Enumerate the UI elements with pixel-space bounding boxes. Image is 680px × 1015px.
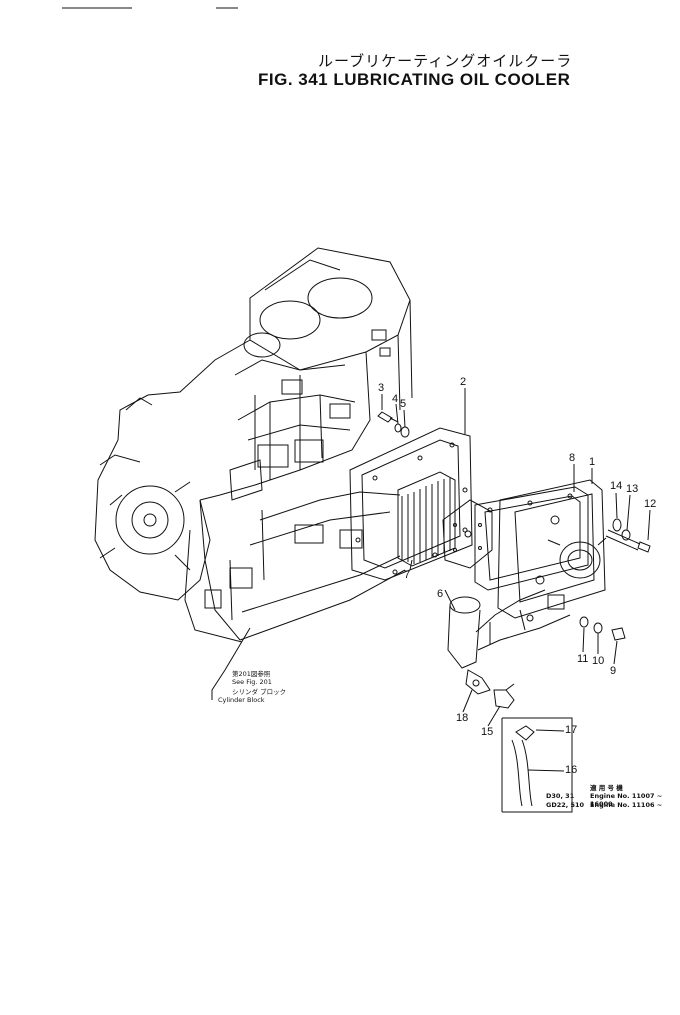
oil-pipe-6-drawing [447, 589, 571, 669]
inset-row2-engine: Engine No. 11106 ~ [590, 801, 663, 809]
page-title: FIG. 341 LUBRICATING OIL COOLER [258, 70, 571, 89]
leader-lines [211, 388, 651, 772]
inset-engine-no-japanese: 適 用 号 機 [590, 784, 623, 792]
part-number-14: 14 [610, 480, 623, 492]
part-number-5: 5 [400, 398, 407, 410]
see-fig-reference: See Fig. 201 [232, 678, 272, 686]
part-number-7: 7 [404, 569, 411, 581]
see-fig-japanese: 第201図参照 [232, 670, 271, 678]
part-number-18: 18 [456, 712, 469, 724]
part-number-2: 2 [460, 376, 467, 388]
part-number-3: 3 [378, 382, 385, 394]
cooler-cover-1-drawing [497, 479, 607, 619]
part-number-13: 13 [626, 483, 639, 495]
part-number-1: 1 [589, 456, 596, 468]
inset-row1-model: D30, 31 [546, 792, 575, 800]
part-number-9: 9 [610, 665, 617, 677]
part-number-17: 17 [565, 724, 578, 736]
cylinder-block-japanese: シリンダ ブロック [232, 688, 287, 696]
gasket-2-drawing [349, 427, 473, 581]
page-title-japanese: ルーブリケーティングオイルクーラ [318, 52, 573, 70]
part-number-10: 10 [592, 655, 605, 667]
part-number-6: 6 [437, 588, 444, 600]
gasket-8-drawing [474, 486, 589, 591]
inset-row2-model: GD22, 510 [546, 801, 585, 809]
cooler-element-7-drawing [397, 471, 493, 569]
hardware-drawing [377, 411, 651, 709]
cylinder-block-label: Cylinder Block [218, 696, 265, 704]
part-number-16: 16 [565, 764, 578, 776]
part-number-12: 12 [644, 498, 657, 510]
part-number-4: 4 [392, 393, 399, 405]
inset-row1-engine: Engine No. 11007 ~ 16009 [590, 792, 663, 808]
cylinder-block-drawing [94, 247, 413, 643]
part-number-8: 8 [569, 452, 576, 464]
part-number-15: 15 [481, 726, 494, 738]
inset-box [501, 717, 573, 813]
part-number-11: 11 [577, 653, 589, 665]
